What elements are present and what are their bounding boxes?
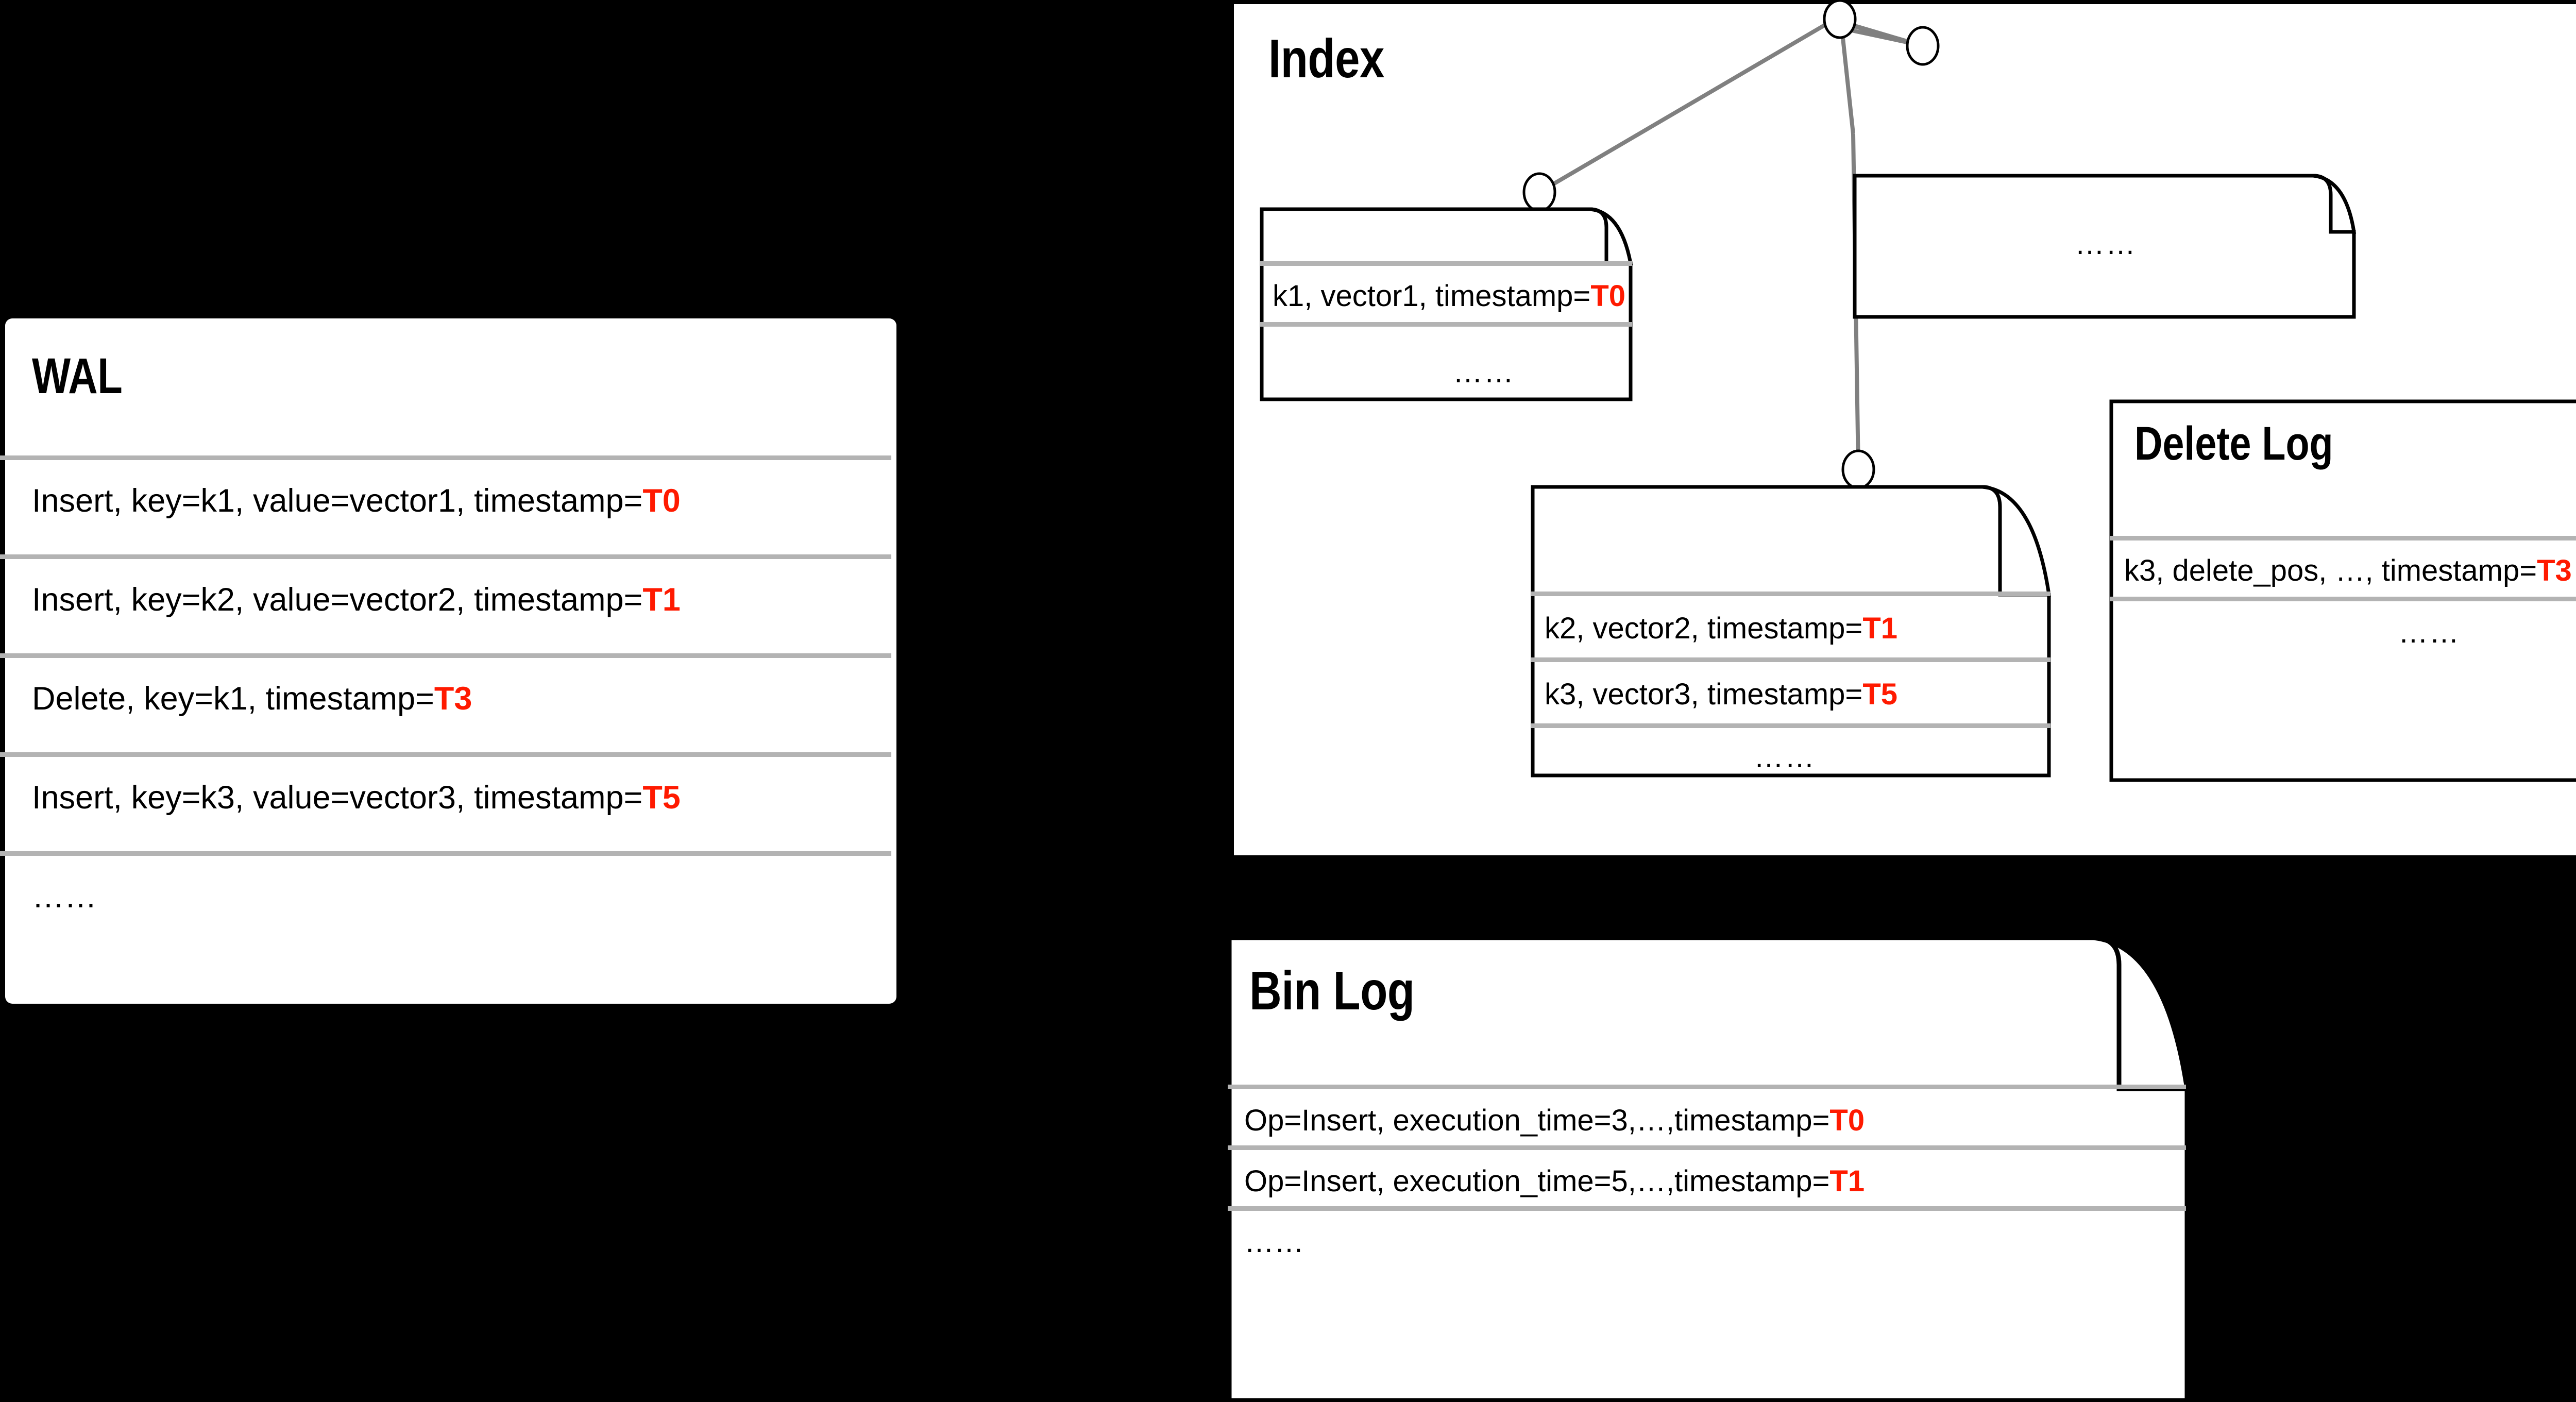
doc-row-text: k1, vector1, timestamp=T0 (1273, 279, 1625, 313)
doc-shape (1531, 485, 2052, 778)
delete-log-doc: Delete Log k3, delete_pos, …, timestamp=… (2109, 399, 2576, 782)
doc-fold-icon (1589, 207, 1633, 265)
wal-panel (5, 318, 896, 1004)
doc-row: k3, delete_pos, …, timestamp=T3 (2110, 536, 2576, 597)
doc-row-ellipsis: …… (1453, 356, 1515, 389)
doc-shape (1853, 174, 2357, 319)
doc-body (2109, 399, 2576, 782)
doc-fold-icon (2093, 935, 2190, 1091)
doc-row-text: k2, vector2, timestamp=T1 (1545, 612, 1897, 645)
doc-row: Op=Insert, execution_time=5,…,timestamp=… (1228, 1145, 2186, 1206)
index-leaf-more: …… (1853, 174, 2357, 319)
wal-row-text: Insert, key=k2, value=vector2, timestamp… (32, 582, 681, 618)
doc-row: …… (1260, 322, 1632, 399)
wal-row: Insert, key=k1, value=vector1, timestamp… (0, 455, 891, 523)
wal-row-text: …… (32, 879, 97, 915)
doc-row-ellipsis: …… (1244, 1225, 1304, 1259)
doc-row-ellipsis: …… (2075, 227, 2137, 261)
delete-log-title: Delete Log (2134, 417, 2333, 470)
doc-fold-icon (2313, 174, 2357, 234)
wal-title: WAL (32, 348, 123, 404)
doc-row: k3, vector3, timestamp=T5 (1531, 657, 2050, 723)
doc-row: …… (2110, 597, 2576, 780)
doc-row: Op=Insert, execution_time=3,…,timestamp=… (1228, 1085, 2186, 1145)
index-leaf-k1: k1, vector1, timestamp=T0 …… (1260, 207, 1633, 401)
wal-row: Insert, key=k2, value=vector2, timestamp… (0, 554, 891, 622)
wal-row-text: Insert, key=k3, value=vector3, timestamp… (32, 780, 681, 816)
doc-row-text: k3, delete_pos, …, timestamp=T3 (2124, 554, 2572, 587)
index-title: Index (1268, 28, 1384, 89)
wal-row: Insert, key=k3, value=vector3, timestamp… (0, 752, 891, 820)
doc-row-text: Op=Insert, execution_time=5,…,timestamp=… (1244, 1164, 1865, 1198)
doc-shape (1260, 207, 1633, 401)
wal-row-text: Insert, key=k1, value=vector1, timestamp… (32, 483, 681, 519)
doc-shape (1227, 935, 2190, 1402)
wal-row: …… (0, 851, 891, 919)
index-leaf-k2k3: k2, vector2, timestamp=T1 k3, vector3, t… (1531, 485, 2052, 778)
doc-row-ellipsis: …… (2398, 616, 2460, 649)
doc-row-ellipsis: …… (1754, 740, 1816, 774)
bin-log-doc: Bin Log Op=Insert, execution_time=3,…,ti… (1227, 935, 2226, 1402)
doc-row-text: k3, vector3, timestamp=T5 (1545, 678, 1897, 711)
doc-row: …… (1531, 723, 2050, 775)
doc-shape (2109, 399, 2576, 782)
wal-row: Delete, key=k1, timestamp=T3 (0, 653, 891, 721)
doc-row: k1, vector1, timestamp=T0 (1260, 261, 1632, 322)
doc-row: k2, vector2, timestamp=T1 (1531, 592, 2050, 657)
doc-row: …… (1228, 1206, 2186, 1400)
doc-fold-icon (1982, 485, 2052, 597)
wal-row-text: Delete, key=k1, timestamp=T3 (32, 681, 472, 717)
bin-log-title: Bin Log (1249, 960, 1415, 1021)
doc-row-text: Op=Insert, execution_time=3,…,timestamp=… (1244, 1104, 1865, 1137)
